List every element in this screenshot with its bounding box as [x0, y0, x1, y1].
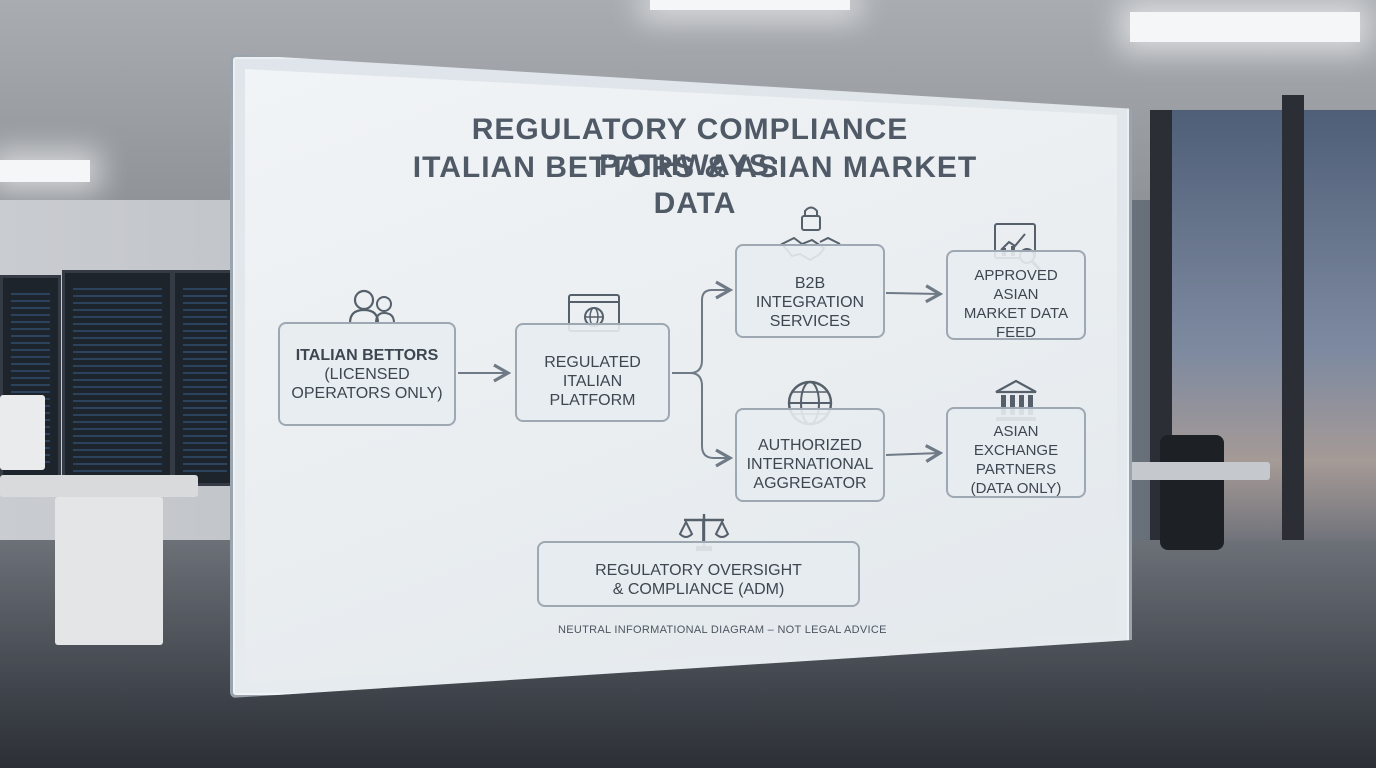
node-label: ITALIAN [562, 373, 623, 390]
users-icon [348, 289, 395, 324]
node-label: SERVICES [769, 312, 851, 330]
node-approved-asian-market-data-feed: APPROVED ASIAN MARKET DATA FEED [946, 250, 1086, 341]
node-regulated-italian-platform: REGULATED ITALIAN PLATFORM [515, 323, 670, 422]
node-label: (LICENSED [324, 365, 410, 383]
node-label: B2B [794, 274, 826, 292]
arrow-b2b-to-feed [885, 284, 944, 304]
node-label: (DATA ONLY) [970, 479, 1062, 497]
arrow-platform-to-b2b [672, 280, 734, 374]
ceiling-light [0, 160, 90, 182]
node-label: FEED [995, 324, 1036, 341]
desk [0, 475, 198, 497]
node-label: REGULATED [544, 354, 641, 371]
desk [1120, 462, 1270, 480]
arrow-platform-to-aggregator [689, 372, 734, 468]
node-label: OPERATORS ONLY) [291, 384, 443, 402]
node-asian-exchange-partners: ASIAN EXCHANGE PARTNERS (DATA ONLY) [946, 407, 1086, 498]
ceiling-light [1130, 12, 1360, 42]
server-rack [62, 270, 173, 486]
node-b2b-integration-services: B2B INTEGRATION SERVICES [735, 244, 885, 338]
node-label: & COMPLIANCE (ADM) [612, 581, 785, 598]
drawer-cabinet [55, 497, 163, 645]
node-authorized-international-aggregator: AUTHORIZED INTERNATIONAL AGGREGATOR [735, 408, 885, 502]
diagram-title-line2: ITALIAN BETTORS & ASIAN MARKET DATA [412, 151, 978, 220]
diagram-title-line1: REGULATORY COMPLIANCE PATHWAYS: [471, 113, 909, 182]
ceiling-light [650, 0, 850, 10]
server-rack [172, 270, 238, 486]
node-label: PARTNERS [975, 460, 1057, 478]
node-label: PLATFORM [549, 392, 636, 409]
monitor [0, 395, 45, 470]
window-frame [1282, 95, 1304, 555]
arrow-aggregator-to-exchange [885, 444, 944, 463]
node-label: ASIAN EXCHANGE [973, 422, 1059, 459]
node-label: MARKET DATA [963, 305, 1069, 322]
node-label: ITALIAN BETTORS [295, 346, 439, 364]
node-label: INTEGRATION [755, 293, 865, 311]
disclaimer-footer: NEUTRAL INFORMATIONAL DIAGRAM – NOT LEGA… [558, 624, 887, 636]
node-label: AUTHORIZED [757, 436, 862, 454]
node-italian-bettors: ITALIAN BETTORS (LICENSED OPERATORS ONLY… [278, 322, 456, 426]
node-label: APPROVED ASIAN [974, 267, 1058, 303]
node-label: REGULATORY OVERSIGHT [595, 562, 802, 579]
node-label: INTERNATIONAL [746, 455, 874, 473]
node-regulatory-oversight: REGULATORY OVERSIGHT & COMPLIANCE (ADM) [537, 541, 860, 607]
office-chair [1160, 435, 1224, 550]
node-label: AGGREGATOR [753, 474, 867, 492]
